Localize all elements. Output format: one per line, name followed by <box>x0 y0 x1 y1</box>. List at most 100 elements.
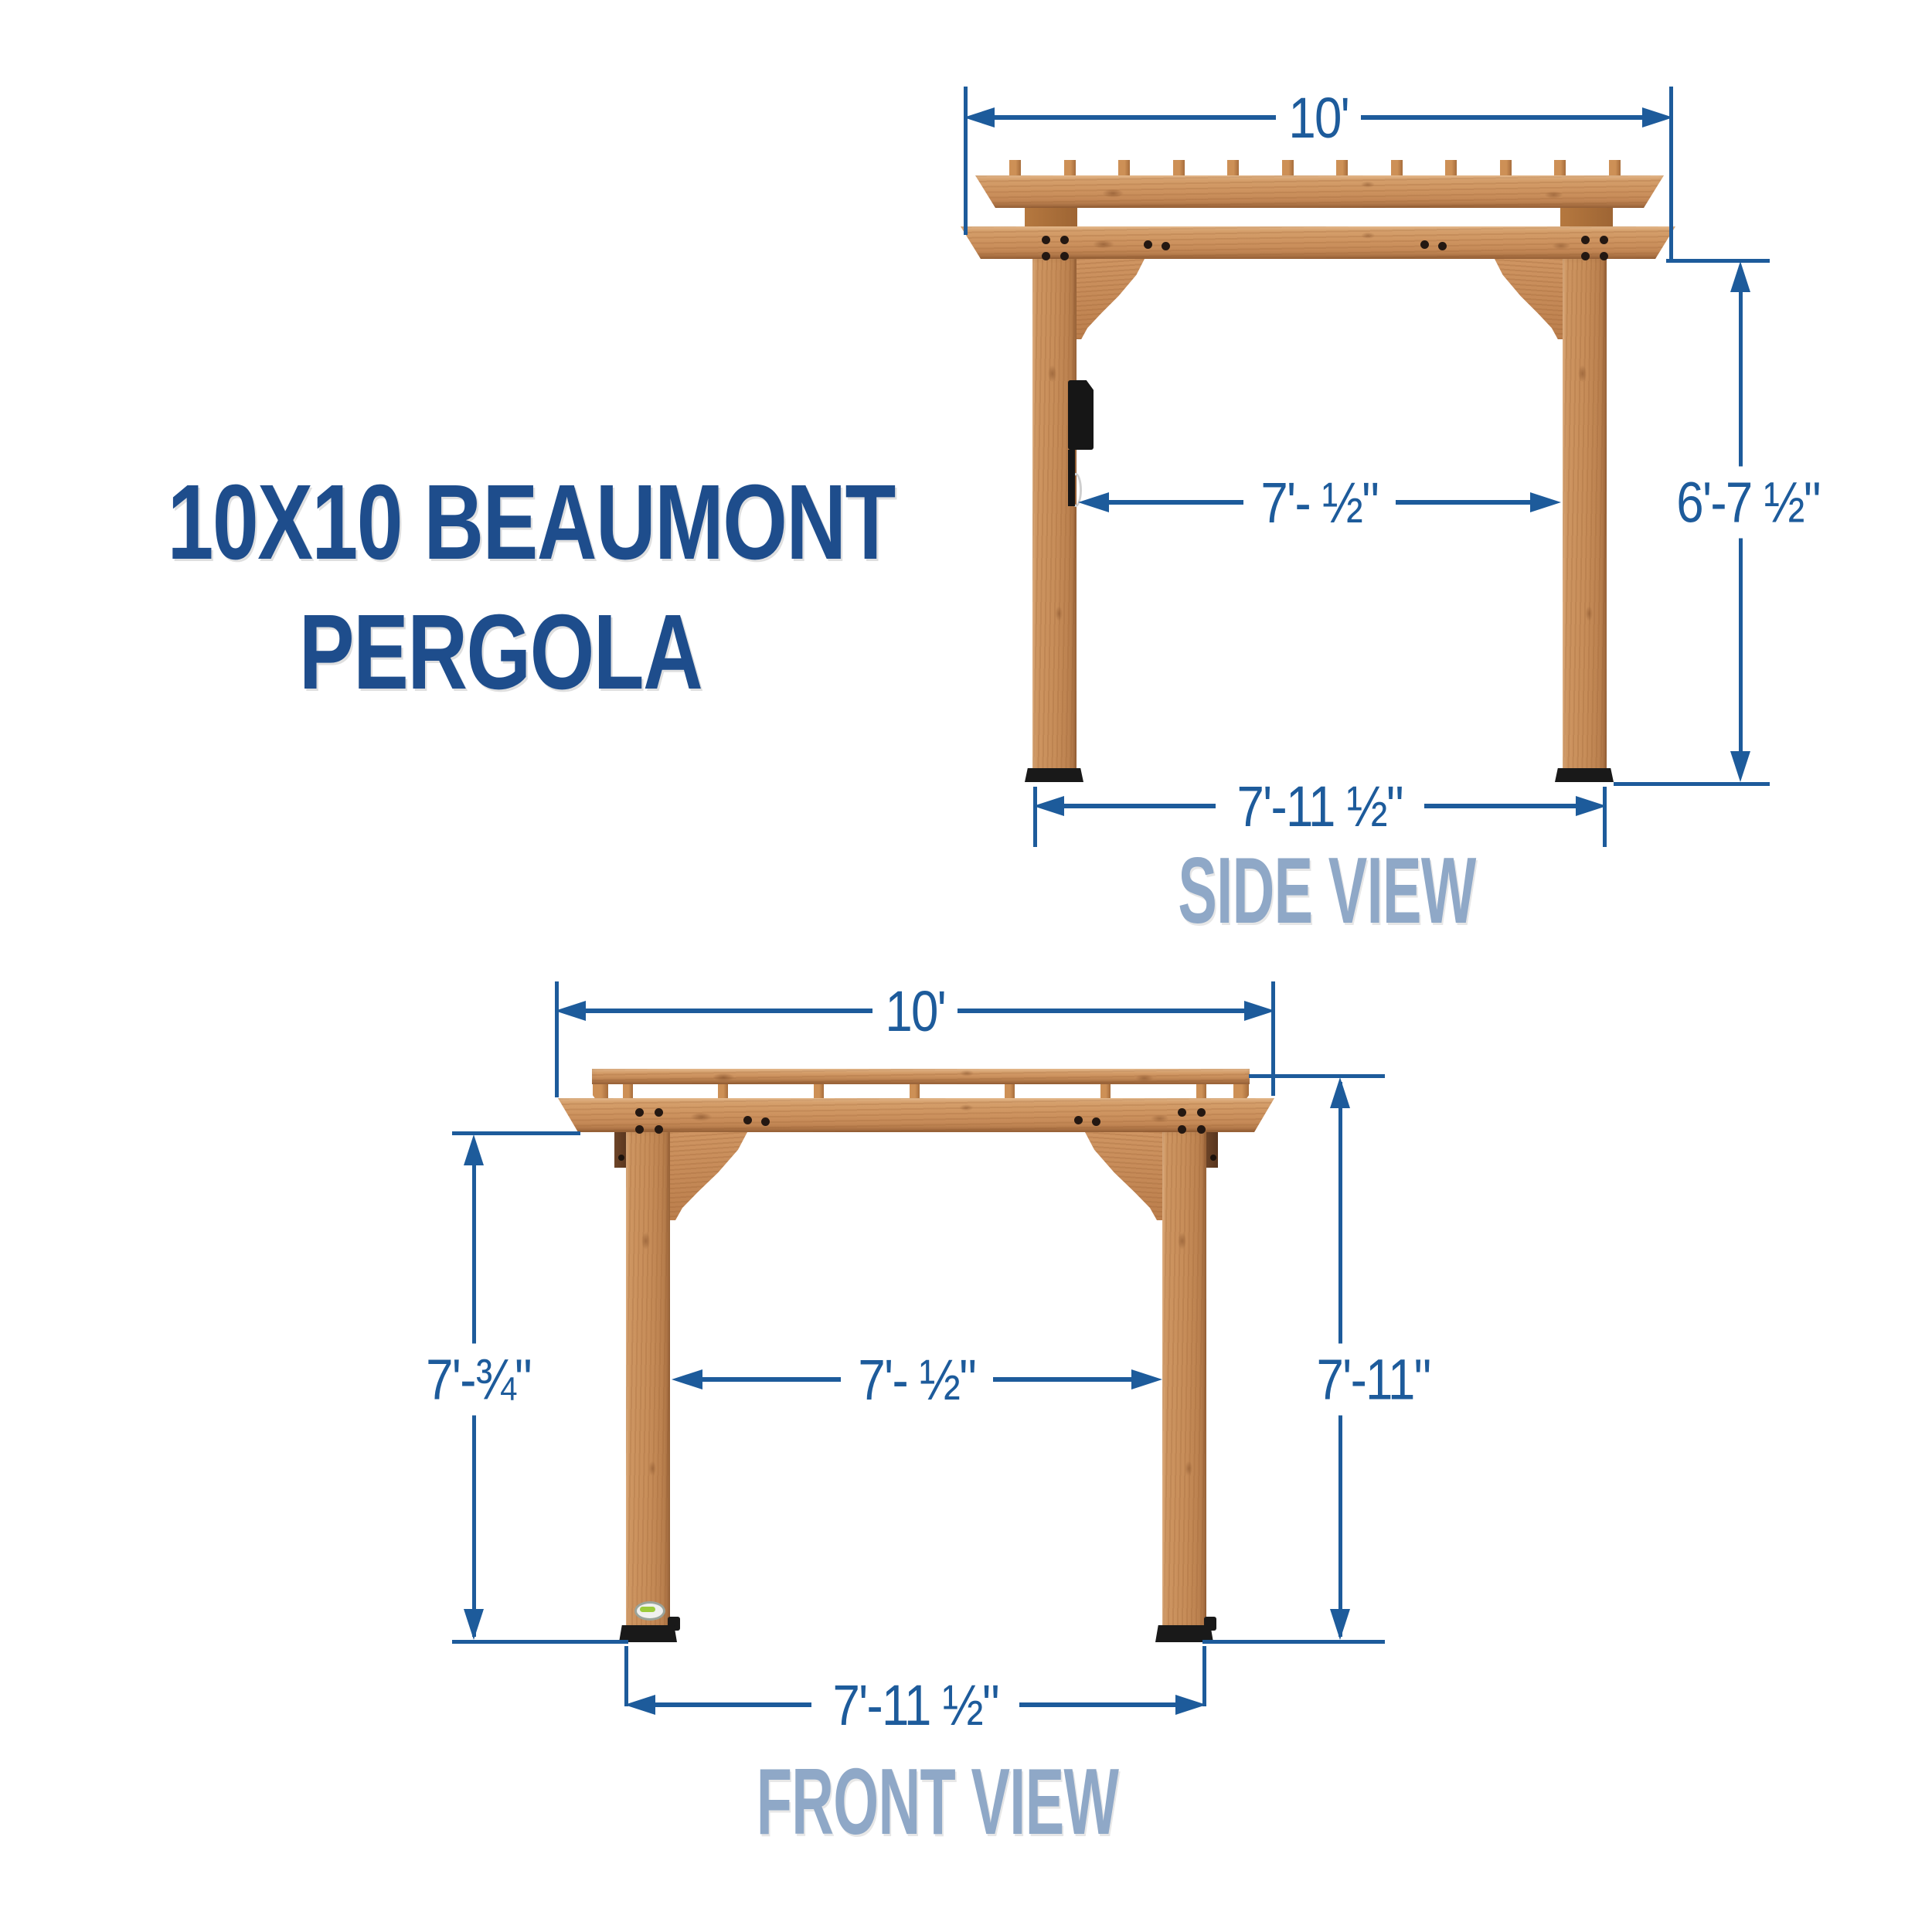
bolt <box>655 1125 663 1134</box>
bolt <box>1178 1125 1186 1134</box>
rafter-tail <box>1009 160 1021 177</box>
dimension-line <box>655 1702 811 1707</box>
left-post <box>1032 259 1077 781</box>
bolt <box>1074 1116 1083 1124</box>
bolt <box>635 1108 644 1117</box>
extension-line <box>964 87 968 235</box>
bolt <box>1060 252 1069 260</box>
bolt <box>1042 252 1050 260</box>
post-anchor-foot <box>1555 768 1614 782</box>
extension-line <box>452 1640 628 1644</box>
dimension-arrowhead-up <box>464 1134 484 1165</box>
rafter-tail <box>1336 160 1348 177</box>
dimension-arrowhead-up <box>1330 1077 1350 1108</box>
extension-line <box>1669 87 1673 263</box>
page-title-line2: PERGOLA <box>298 593 703 713</box>
post-anchor-foot <box>619 1625 677 1642</box>
bolt <box>1092 1117 1100 1126</box>
dimension-arrowhead-right <box>1244 1001 1276 1021</box>
side-outer-spacing-value: 7'-11 ½" <box>1236 774 1404 838</box>
extension-line <box>624 1646 628 1706</box>
front-overall-width-value: 10' <box>885 978 947 1043</box>
front-view-label: FRONT VIEW <box>756 1749 1119 1854</box>
dimension-line <box>586 1009 872 1013</box>
dimension-line <box>1064 804 1216 808</box>
extension-line <box>452 1131 580 1135</box>
dimension-line <box>1019 1702 1176 1707</box>
extension-line <box>1614 782 1770 786</box>
electrical-box-bracket <box>1068 450 1075 506</box>
extension-line <box>1271 981 1275 1096</box>
dimension-line <box>1423 804 1577 808</box>
dimension-line <box>1361 115 1643 120</box>
corbel-brace <box>1085 1132 1162 1220</box>
page-title: 10X10 BEAUMONT PERGOLA <box>73 457 927 718</box>
side-inner-spacing-dimension: 7'- ½" <box>1078 471 1561 535</box>
front-overall-width-dimension: 10' <box>555 979 1276 1043</box>
side-clearance-height-value: 6'-7 ½" <box>1676 470 1821 535</box>
bolt <box>655 1108 663 1117</box>
left-post <box>626 1132 670 1627</box>
rafter-tail <box>1500 160 1512 177</box>
level-bubble <box>640 1607 655 1612</box>
page-title-line1: 10X10 BEAUMONT <box>167 463 896 582</box>
front-inner-spacing-value: 7'- ½" <box>858 1347 977 1412</box>
rafter-tail <box>1227 160 1239 177</box>
header-beam <box>558 1098 1274 1132</box>
top-rail <box>592 1069 1250 1084</box>
corbel-brace <box>1495 259 1563 339</box>
dimension-line <box>995 115 1276 120</box>
rafter-tail <box>1554 160 1566 177</box>
bolt <box>743 1116 752 1124</box>
rafter-tail <box>1282 160 1294 177</box>
bolt <box>1197 1108 1206 1117</box>
extension-line <box>555 981 559 1097</box>
level-badge <box>634 1601 665 1621</box>
bolt <box>1581 252 1590 260</box>
front-overall-height-dimension: 7'-11" <box>1296 1343 1451 1416</box>
bolt <box>1197 1125 1206 1134</box>
electrical-box <box>1068 380 1094 450</box>
front-post-height-value: 7'-¾" <box>426 1347 532 1412</box>
dimension-arrowhead-right <box>1642 107 1674 128</box>
side-view-label: SIDE VIEW <box>1178 838 1476 943</box>
corbel-brace <box>670 1132 747 1220</box>
rafter-tail <box>1445 160 1457 177</box>
dimension-arrowhead-left <box>624 1695 655 1715</box>
bolt <box>1042 236 1050 244</box>
front-inner-spacing-dimension: 7'- ½" <box>672 1348 1162 1412</box>
bolt <box>1420 240 1429 249</box>
extension-line <box>1666 259 1770 263</box>
dimension-arrowhead-down <box>464 1609 484 1640</box>
front-post-height-dimension: 7'-¾" <box>406 1343 550 1416</box>
top-beam <box>975 175 1664 208</box>
corbel-brace <box>1077 259 1145 339</box>
extension-line <box>1202 1640 1385 1644</box>
dimension-line <box>957 1009 1245 1013</box>
bolt <box>635 1125 644 1134</box>
side-inner-spacing-value: 7'- ½" <box>1260 470 1379 535</box>
dimension-line <box>1109 500 1244 505</box>
side-clearance-height-dimension: 6'-7 ½" <box>1654 466 1842 539</box>
side-beam-bracket <box>614 1132 628 1168</box>
dimension-arrowhead-right <box>1131 1369 1162 1389</box>
rafter-tail <box>1064 160 1076 177</box>
rafter-tail <box>1391 160 1403 177</box>
dimension-line <box>992 1377 1131 1382</box>
dimension-arrowhead-left <box>672 1369 702 1389</box>
dimension-line <box>1395 500 1530 505</box>
bolt <box>1162 242 1170 250</box>
bolt <box>618 1155 624 1161</box>
bolt <box>761 1117 770 1126</box>
front-outer-spacing-dimension: 7'-11 ½" <box>624 1673 1207 1737</box>
front-overall-height-value: 7'-11" <box>1316 1347 1431 1412</box>
dimension-arrowhead-up <box>1730 261 1750 292</box>
right-post <box>1162 1132 1206 1627</box>
rafter-tail <box>1173 160 1185 177</box>
bolt <box>1060 236 1069 244</box>
bolt <box>1600 252 1608 260</box>
rafter-tail <box>1118 160 1130 177</box>
post-anchor-foot <box>1155 1625 1213 1642</box>
dimension-arrowhead-left <box>964 107 995 128</box>
